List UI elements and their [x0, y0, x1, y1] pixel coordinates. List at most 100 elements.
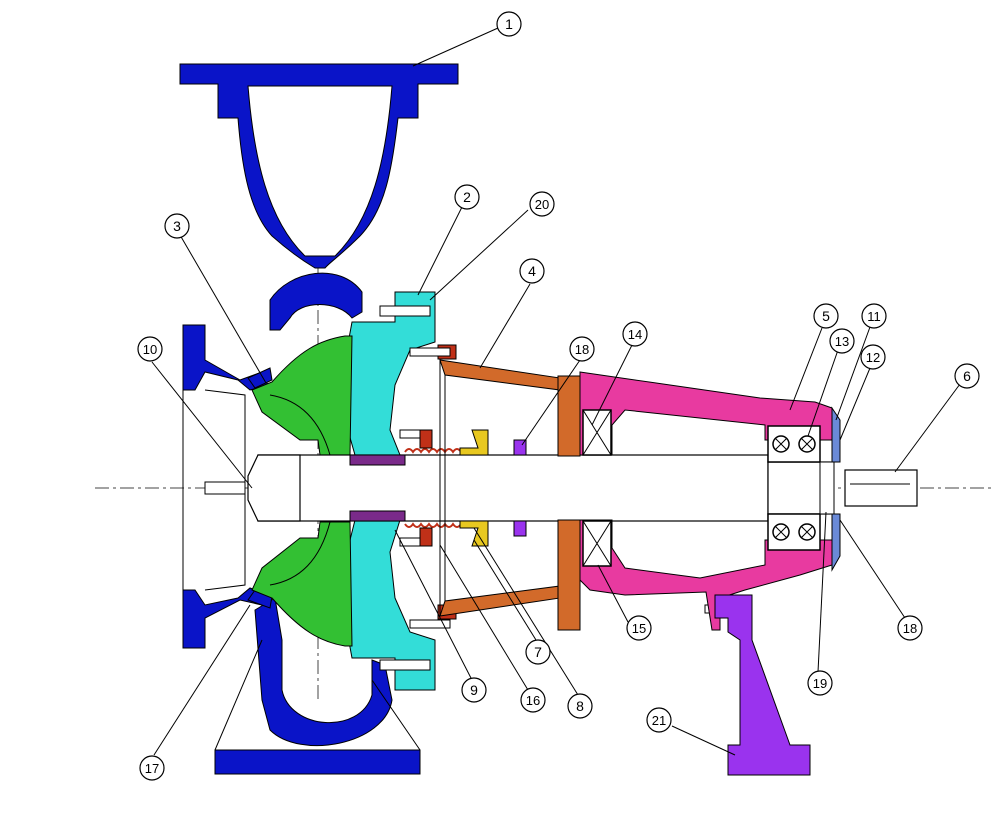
- leader-7: [473, 539, 537, 641]
- callout-circle: [807, 670, 833, 696]
- callout-circle: [813, 303, 839, 329]
- callout-c18b: 18: [897, 615, 923, 641]
- callout-circle: [622, 321, 648, 347]
- callout-circle: [861, 303, 887, 329]
- callout-circle: [954, 363, 980, 389]
- callout-c11: 11: [861, 303, 887, 329]
- callout-c14: 14: [622, 321, 648, 347]
- leader-4: [479, 283, 531, 369]
- adapter-outline: [439, 360, 446, 616]
- callout-circle: [569, 336, 595, 362]
- leader-8: [473, 527, 579, 696]
- callout-label: 5: [822, 308, 830, 324]
- leader-2: [417, 204, 464, 296]
- callout-label: 7: [534, 644, 542, 660]
- support-foot-21: [714, 594, 811, 776]
- leader-1: [412, 27, 499, 67]
- shaft-sleeve-9-lower: [349, 510, 406, 522]
- callout-label: 1: [505, 16, 513, 32]
- callout-label: 2: [463, 189, 471, 205]
- callout-circle: [829, 328, 855, 354]
- callout-label: 18: [575, 342, 589, 357]
- callout-circle: [461, 677, 487, 703]
- seal-spring-lower: [404, 522, 470, 528]
- gland-plate-8-upper: [459, 429, 489, 456]
- callout-c17: 17: [139, 755, 165, 781]
- callout-c13: 13: [829, 328, 855, 354]
- callout-c2: 2: [454, 184, 480, 210]
- leader-14: [591, 344, 633, 426]
- bearing-13: [767, 425, 821, 551]
- end-cover-12: [831, 406, 841, 572]
- callout-circle: [529, 191, 555, 217]
- leader-12: [839, 367, 871, 441]
- leader-5: [789, 327, 823, 411]
- bearing-13-crosses: [774, 437, 814, 539]
- casing-foot-outline: [214, 639, 421, 751]
- callout-c5: 5: [813, 303, 839, 329]
- volute-lower: [254, 597, 393, 747]
- callout-label: 16: [526, 693, 540, 708]
- seal-spring-upper: [404, 448, 470, 454]
- callout-label: 9: [470, 682, 478, 698]
- impeller-upper: [251, 335, 353, 456]
- shaft-center-hole: [204, 481, 246, 495]
- leader-20: [429, 209, 529, 301]
- callout-c1: 1: [496, 11, 522, 37]
- callout-label: 19: [813, 676, 827, 691]
- callout-circle: [897, 615, 923, 641]
- callout-label: 17: [145, 761, 159, 776]
- callout-c20: 20: [529, 191, 555, 217]
- callout-circle: [520, 687, 546, 713]
- callout-circle: [519, 258, 545, 284]
- gland-plate-8-lower: [459, 520, 489, 547]
- leader-9: [394, 529, 473, 681]
- callout-circle: [164, 213, 190, 239]
- leader-3: [179, 234, 267, 384]
- callout-label: 18: [903, 621, 917, 636]
- callout-label: 12: [866, 350, 880, 365]
- callout-label: 14: [628, 327, 642, 342]
- leader-18a: [521, 359, 581, 446]
- callout-label: 3: [173, 218, 181, 234]
- callout-label: 4: [528, 263, 536, 279]
- callout-label: 21: [652, 713, 666, 728]
- callout-c8: 8: [567, 693, 593, 719]
- callout-circle: [567, 693, 593, 719]
- callout-c15: 15: [626, 615, 652, 641]
- callout-c19: 19: [807, 670, 833, 696]
- impeller-lower: [251, 521, 353, 647]
- leader-15: [597, 564, 629, 623]
- leader-17: [153, 604, 251, 756]
- callout-c6: 6: [954, 363, 980, 389]
- callout-circle: [139, 755, 165, 781]
- callout-c3: 3: [164, 213, 190, 239]
- leader-lines: [151, 27, 961, 756]
- impeller-nut-10: [247, 454, 301, 522]
- callout-circle: [137, 336, 163, 362]
- leader-18b: [839, 519, 906, 619]
- volute-upper: [269, 272, 363, 331]
- callout-label: 20: [535, 197, 549, 212]
- bearing-14: [582, 409, 612, 567]
- adapter-flange-lower: [557, 519, 581, 631]
- casing-base: [214, 749, 421, 775]
- leader-16: [439, 544, 529, 691]
- callout-c4: 4: [519, 258, 545, 284]
- callout-c9: 9: [461, 677, 487, 703]
- slinger-18-lower: [513, 520, 527, 537]
- callout-circle: [626, 615, 652, 641]
- shaft-end-6: [844, 469, 918, 507]
- callout-circle: [454, 184, 480, 210]
- seal-ring-upper: [419, 429, 433, 449]
- leader-13: [807, 349, 839, 437]
- leader-19: [817, 511, 827, 673]
- discharge-flange: [179, 63, 459, 269]
- leader-21: [671, 725, 736, 756]
- shaft-sleeve-9: [349, 454, 406, 466]
- lock-nut-19: [819, 461, 835, 515]
- leader-6: [894, 383, 961, 473]
- callout-c12: 12: [860, 344, 886, 370]
